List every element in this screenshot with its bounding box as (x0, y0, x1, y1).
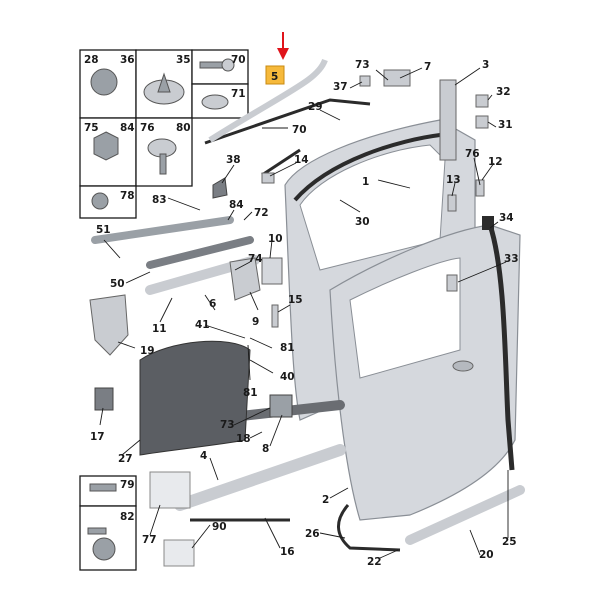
svg-text:71: 71 (231, 88, 246, 100)
callout-label: 1 (362, 176, 369, 188)
callout-label: 70 (292, 124, 307, 136)
callout-label: 37 (333, 81, 348, 93)
callout-label: 31 (498, 119, 513, 131)
callout-label: 81 (243, 387, 258, 399)
callout-label: 10 (268, 233, 283, 245)
callout-label: 51 (96, 224, 111, 236)
rivet-icon (201, 94, 229, 110)
svg-text:76: 76 (140, 122, 155, 134)
callout-label: 83 (152, 194, 167, 206)
callout-label: 41 (195, 319, 210, 331)
small-parts (94, 69, 494, 567)
callout-label: 77 (142, 534, 157, 546)
callout-label: 18 (236, 433, 251, 445)
callout-label: 30 (355, 216, 370, 228)
callout-label: 20 (479, 549, 494, 561)
door-trim-panel (139, 340, 251, 456)
callout-label: 3 (482, 59, 489, 71)
callout-label: 13 (446, 174, 461, 186)
svg-text:75: 75 (84, 122, 99, 134)
callout-label: 17 (90, 431, 105, 443)
sound-insulation-pad (89, 294, 129, 356)
fastener-legend-grid: 79 82 (79, 475, 137, 571)
svg-text:79: 79 (120, 479, 135, 491)
callout-label: 33 (504, 253, 519, 265)
callout-label: 4 (200, 450, 207, 462)
callout-label: 81 (280, 342, 295, 354)
callout-label: 2 (322, 494, 329, 506)
callout-label: 6 (209, 298, 216, 310)
callout-label: 73 (220, 419, 235, 431)
callout-label: 32 (496, 86, 511, 98)
callout-label: 40 (280, 371, 295, 383)
leader-lines (99, 67, 509, 559)
highlight-label: 5 (271, 71, 278, 83)
svg-text:35: 35 (176, 54, 191, 66)
callout-label: 73 (355, 59, 370, 71)
callout-label: 7 (424, 61, 431, 73)
svg-text:70: 70 (231, 54, 246, 66)
callout-label: 27 (118, 453, 133, 465)
callout-label: 50 (110, 278, 125, 290)
callout-label: 25 (502, 536, 517, 548)
svg-text:82: 82 (120, 511, 135, 523)
callout-label: 84 (229, 199, 244, 211)
callout-label: 74 (248, 253, 263, 265)
callout-label: 8 (262, 443, 269, 455)
washer-icon (90, 68, 118, 96)
red-arrow-icon (277, 48, 289, 60)
screw-icon (199, 61, 225, 69)
callout-label: 29 (308, 101, 323, 113)
callout-label: 34 (499, 212, 514, 224)
callout-label: 12 (488, 156, 503, 168)
seals-and-strips (91, 58, 525, 552)
callout-label: 76 (465, 148, 480, 160)
highlight-label-box (265, 65, 285, 85)
callout-label: 16 (280, 546, 295, 558)
callout-label: 22 (367, 556, 382, 568)
svg-text:84: 84 (120, 122, 135, 134)
callout-label: 9 (252, 316, 259, 328)
callout-label: 14 (294, 154, 309, 166)
svg-text:78: 78 (120, 190, 135, 202)
callout-label: 15 (288, 294, 303, 306)
callout-label: 72 (254, 207, 269, 219)
callout-label: 11 (152, 323, 167, 335)
callout-label: 90 (212, 521, 227, 533)
sliding-door-panel (284, 119, 521, 521)
nut-icon (93, 131, 119, 161)
bolt-icon (91, 192, 109, 210)
svg-text:36: 36 (120, 54, 135, 66)
svg-text:80: 80 (176, 122, 191, 134)
callout-label: 19 (140, 345, 155, 357)
svg-text:28: 28 (84, 54, 99, 66)
callout-label: 38 (226, 154, 241, 166)
parts-legend-grid: 28 36 35 70 71 75 84 76 80 78 (79, 49, 249, 219)
callout-label: 26 (305, 528, 320, 540)
